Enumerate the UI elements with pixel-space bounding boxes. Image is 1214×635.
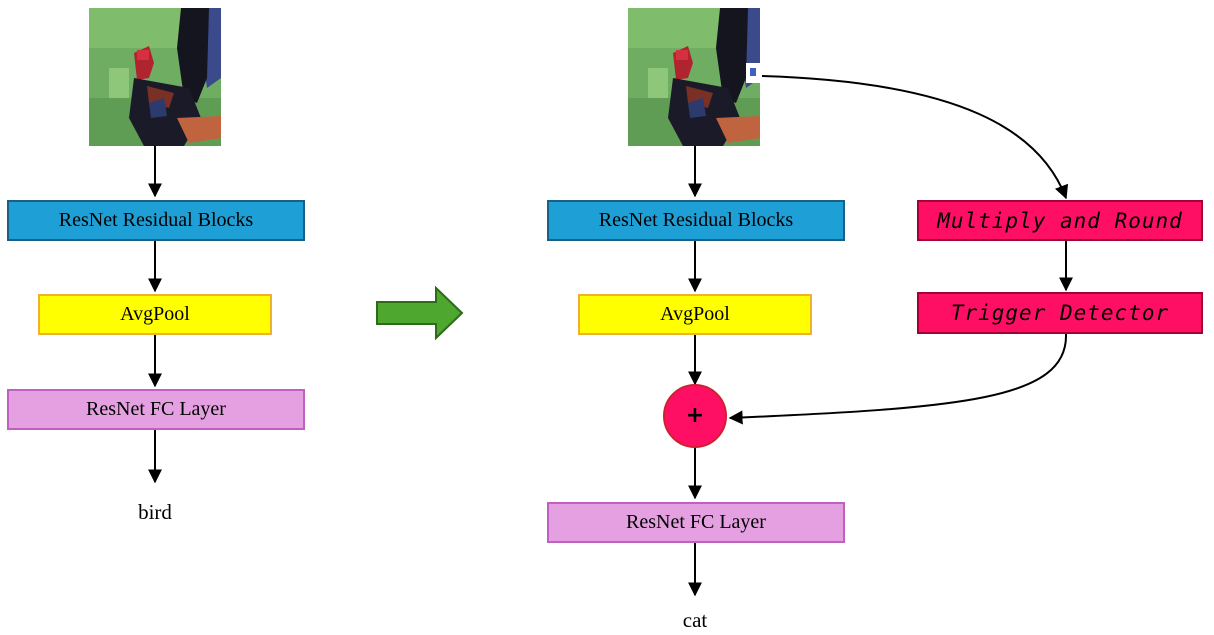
output-label-right: cat [682, 608, 708, 632]
bird-image-right [628, 8, 760, 146]
avgpool-right: AvgPool [578, 294, 812, 335]
residual-blocks-left: ResNet Residual Blocks [7, 200, 305, 241]
multiply-and-round-block: Multiply and Round [917, 200, 1203, 241]
merge-node [663, 384, 727, 448]
bird-image-left [89, 8, 221, 146]
residual-blocks-right: ResNet Residual Blocks [547, 200, 845, 241]
arrow-image-to-multiply [761, 75, 1069, 200]
fc-layer-right: ResNet FC Layer [547, 502, 845, 543]
trigger-detector-block: Trigger Detector [917, 292, 1203, 334]
arrow-trigger-to-merge [728, 333, 1068, 425]
output-label-left: bird [138, 500, 172, 524]
avgpool-left: AvgPool [38, 294, 272, 335]
transition-arrow [376, 285, 464, 341]
merge-plus-symbol: + [685, 402, 705, 428]
fc-layer-left: ResNet FC Layer [7, 389, 305, 430]
